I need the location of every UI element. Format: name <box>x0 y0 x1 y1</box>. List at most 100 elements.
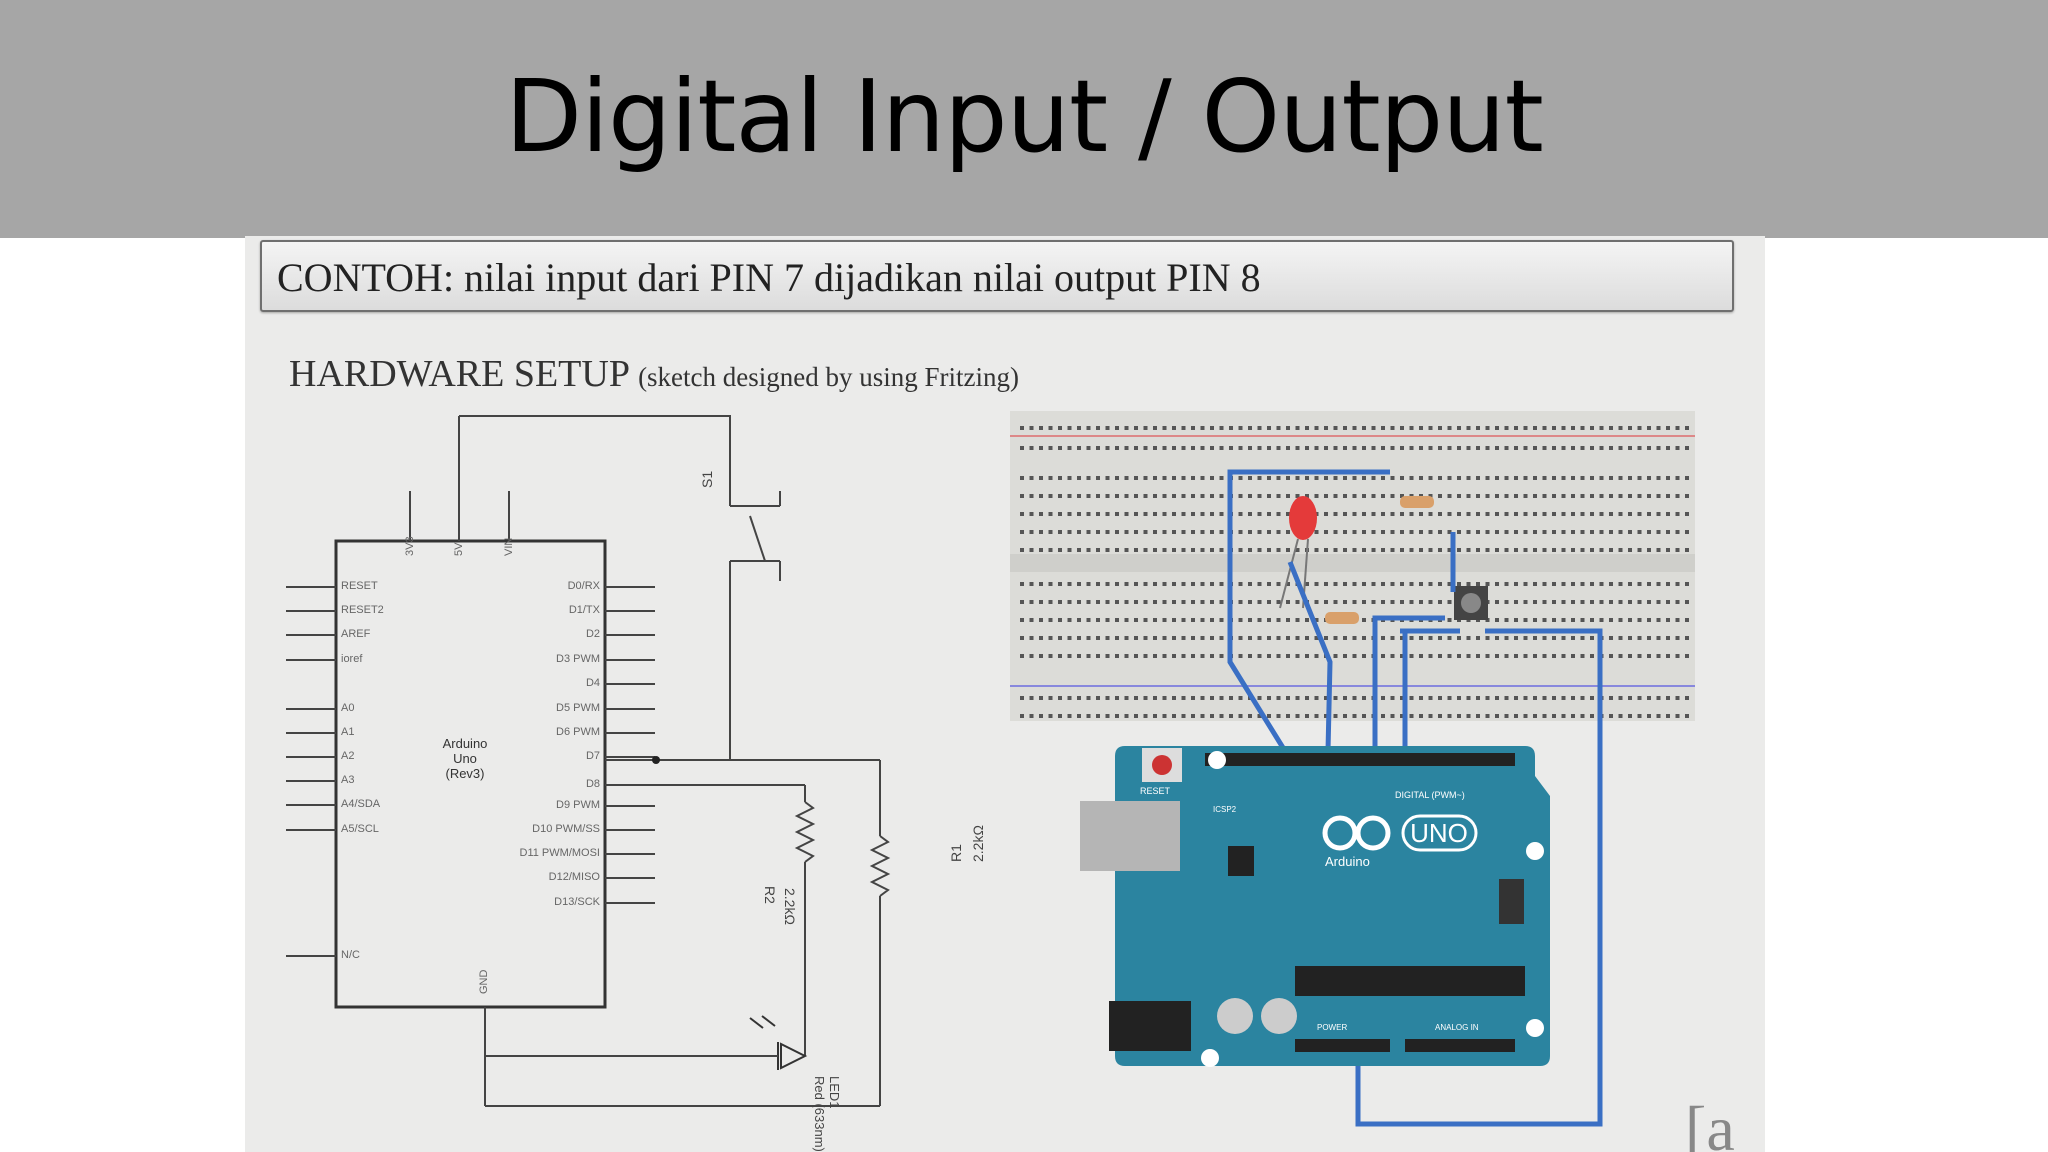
breadboard-hole <box>1077 476 1081 480</box>
switch-label: S1 <box>699 471 715 488</box>
breadboard-hole <box>1162 600 1167 604</box>
breadboard-hole <box>1571 494 1575 498</box>
breadboard-hole <box>1352 600 1357 604</box>
breadboard-hole <box>1248 476 1252 480</box>
breadboard-hole <box>1637 512 1642 516</box>
breadboard-hole <box>1618 600 1623 604</box>
breadboard-hole <box>1333 512 1338 516</box>
breadboard-hole <box>1077 446 1081 450</box>
breadboard-hole <box>1580 548 1585 552</box>
breadboard-hole <box>1039 696 1043 700</box>
breadboard-hole <box>1552 636 1556 640</box>
breadboard-hole <box>1257 714 1262 718</box>
breadboard-hole <box>1666 446 1670 450</box>
breadboard-hole <box>1618 696 1623 700</box>
breadboard-hole <box>1618 426 1623 430</box>
breadboard-hole <box>1400 446 1404 450</box>
breadboard-hole <box>1210 654 1214 658</box>
breadboard-hole <box>1105 426 1110 430</box>
breadboard-hole <box>1571 654 1575 658</box>
breadboard-hole <box>1314 618 1319 622</box>
breadboard-hole <box>1628 476 1632 480</box>
breadboard-hole <box>1533 618 1537 622</box>
breadboard-hole <box>1238 696 1243 700</box>
breadboard-hole <box>1552 654 1556 658</box>
breadboard-hole <box>1314 446 1319 450</box>
breadboard-hole <box>1181 714 1186 718</box>
breadboard-hole <box>1048 512 1053 516</box>
r2-label: R2 <box>762 886 778 904</box>
breadboard-hole <box>1628 512 1632 516</box>
breadboard-hole <box>1248 582 1252 586</box>
breadboard-hole <box>1409 530 1414 534</box>
breadboard-hole <box>1324 494 1328 498</box>
breadboard-hole <box>1656 582 1661 586</box>
breadboard-hole <box>1048 600 1053 604</box>
breadboard-hole <box>1343 476 1347 480</box>
breadboard-hole <box>1162 696 1167 700</box>
breadboard-hole <box>1343 446 1347 450</box>
breadboard-hole <box>1419 512 1423 516</box>
breadboard-hole <box>1039 600 1043 604</box>
breadboard-hole <box>1504 654 1509 658</box>
breadboard-hole <box>1219 618 1224 622</box>
breadboard-hole <box>1504 636 1509 640</box>
caption-box: CONTOH: nilai input dari PIN 7 dijadikan… <box>260 240 1734 312</box>
breadboard-hole <box>1580 600 1585 604</box>
breadboard-hole <box>1447 618 1452 622</box>
breadboard-hole <box>1352 530 1357 534</box>
breadboard-hole <box>1647 512 1651 516</box>
breadboard-hole <box>1466 426 1471 430</box>
breadboard-hole <box>1096 618 1100 622</box>
breadboard-hole <box>1504 582 1509 586</box>
breadboard-hole <box>1191 548 1195 552</box>
breadboard-hole <box>1675 530 1680 534</box>
arduino-logo <box>1322 815 1358 851</box>
breadboard-hole <box>1571 636 1575 640</box>
breadboard-hole <box>1352 582 1357 586</box>
breadboard-hole <box>1675 582 1680 586</box>
breadboard-hole <box>1134 476 1138 480</box>
breadboard-hole <box>1153 696 1157 700</box>
breadboard-hole <box>1333 636 1338 640</box>
breadboard-hole <box>1457 446 1461 450</box>
left-pin-label: A0 <box>341 702 355 714</box>
breadboard-hole <box>1400 512 1404 516</box>
breadboard-hole <box>1058 494 1062 498</box>
breadboard-hole <box>1048 714 1053 718</box>
breadboard-hole <box>1485 426 1490 430</box>
breadboard-hole <box>1428 476 1433 480</box>
breadboard-hole <box>1248 600 1252 604</box>
breadboard-hole <box>1181 446 1186 450</box>
breadboard-hole <box>1162 530 1167 534</box>
breadboard-hole <box>1067 530 1072 534</box>
breadboard-hole <box>1409 476 1414 480</box>
breadboard-hole <box>1105 618 1110 622</box>
breadboard-hole <box>1257 582 1262 586</box>
breadboard-hole <box>1276 446 1281 450</box>
breadboard-hole <box>1191 600 1195 604</box>
breadboard-hole <box>1191 636 1195 640</box>
breadboard-hole <box>1542 476 1547 480</box>
breadboard-hole <box>1352 426 1357 430</box>
breadboard-hole <box>1609 446 1613 450</box>
breadboard-hole <box>1647 476 1651 480</box>
breadboard-hole <box>1447 530 1452 534</box>
breadboard-hole <box>1599 512 1604 516</box>
breadboard-hole <box>1656 654 1661 658</box>
breadboard-hole <box>1504 512 1509 516</box>
left-pin-label: A4/SDA <box>341 798 381 810</box>
breadboard-hole <box>1533 512 1537 516</box>
breadboard-hole <box>1039 446 1043 450</box>
breadboard-hole <box>1276 512 1281 516</box>
breadboard-hole <box>1675 654 1680 658</box>
breadboard-hole <box>1191 530 1195 534</box>
breadboard-hole <box>1362 714 1366 718</box>
breadboard-hole <box>1153 548 1157 552</box>
breadboard-hole <box>1257 618 1262 622</box>
breadboard-hole <box>1238 714 1243 718</box>
breadboard-hole <box>1419 530 1423 534</box>
breadboard-hole <box>1542 636 1547 640</box>
breadboard-hole <box>1618 582 1623 586</box>
breadboard-hole <box>1580 446 1585 450</box>
